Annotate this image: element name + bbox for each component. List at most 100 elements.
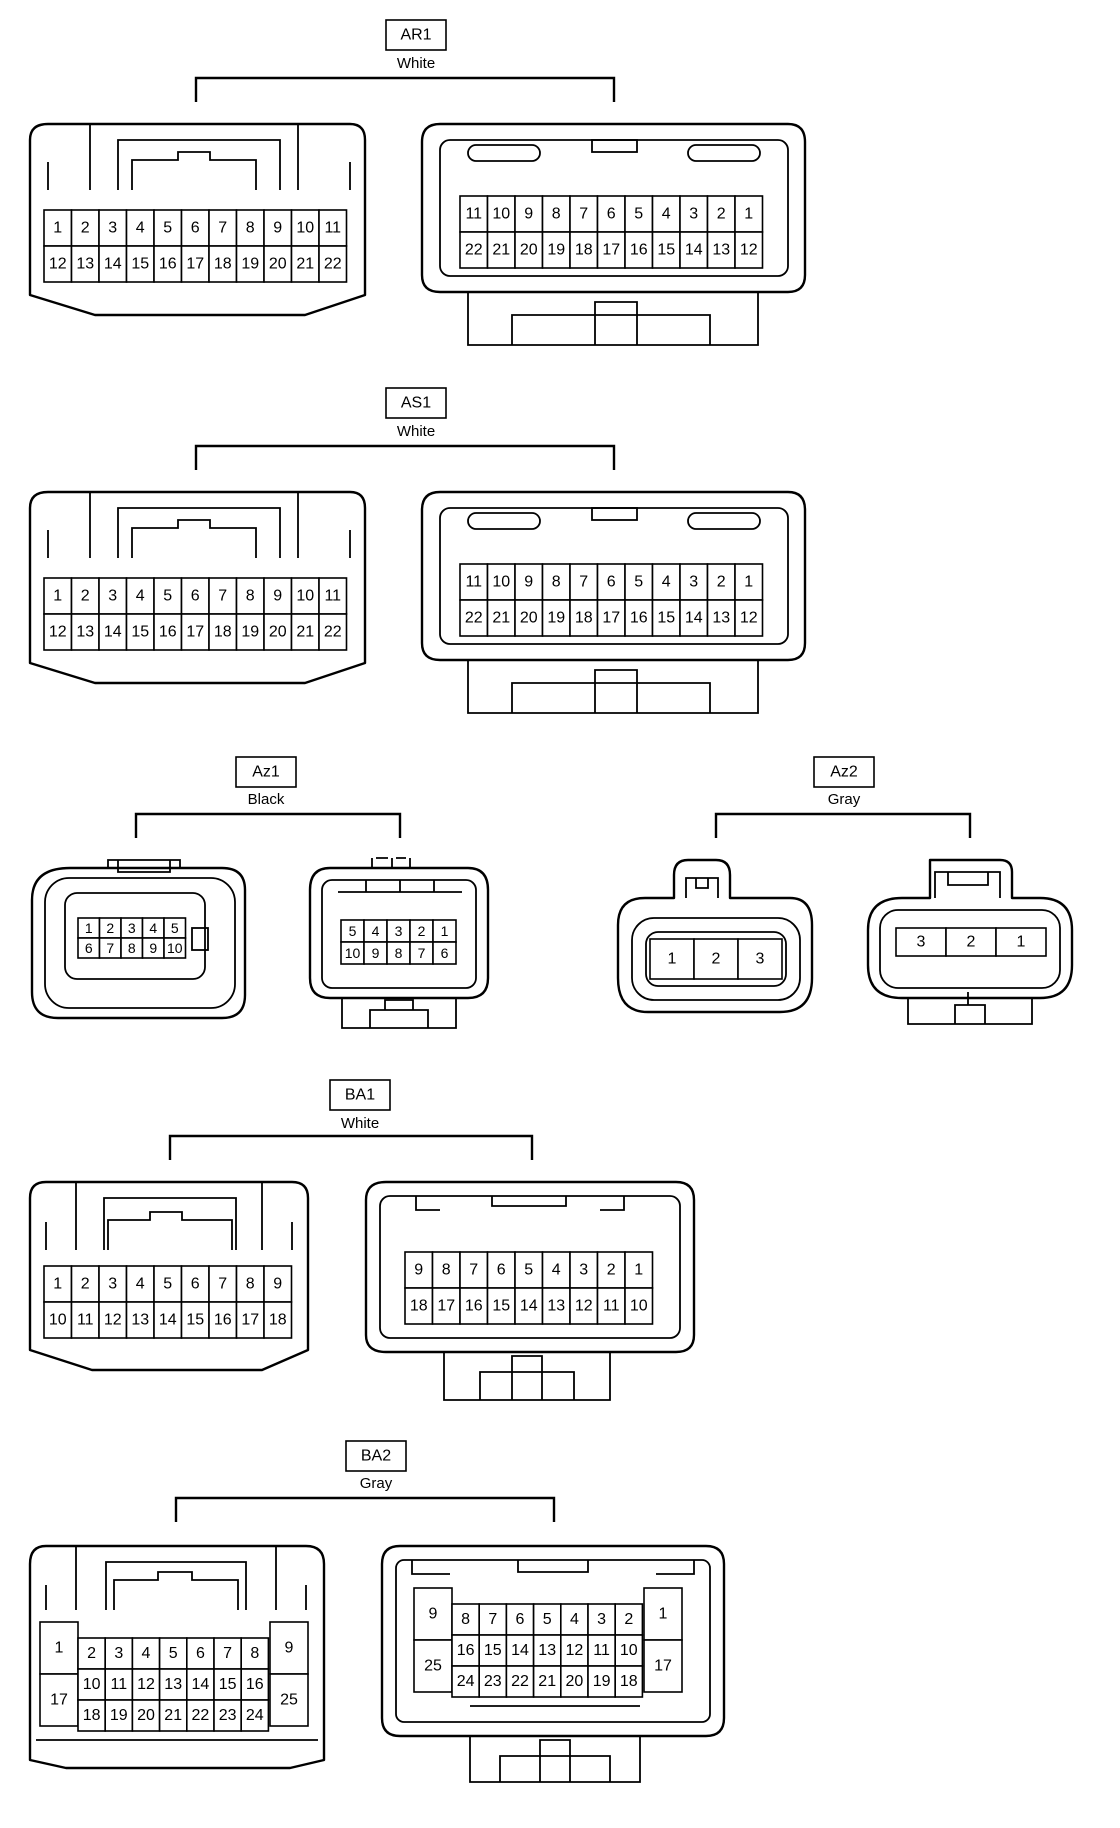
pin-cell [459, 195, 489, 233]
pin-cell [624, 599, 654, 637]
pin-number: 10 [345, 945, 361, 961]
pin-cell [734, 599, 764, 637]
pin-number: 7 [469, 1262, 478, 1279]
pin-cell [153, 209, 183, 247]
pin-number: 19 [593, 1673, 611, 1690]
pin-cell [290, 245, 320, 283]
pin-number: 14 [520, 1298, 538, 1315]
pin-number: 4 [570, 1611, 579, 1628]
pin-number: 9 [273, 1276, 282, 1293]
pin-number: 7 [579, 574, 588, 591]
pin-number: 10 [167, 940, 183, 956]
pin-cell [587, 1665, 617, 1698]
pin-cell [104, 1668, 134, 1701]
pin-number: 4 [662, 206, 671, 223]
pin-number: 15 [131, 624, 149, 641]
pin-cell [505, 1634, 535, 1667]
pin-cell [651, 231, 681, 269]
pin-number: 12 [740, 610, 758, 627]
pin-number: 16 [630, 610, 648, 627]
pin-number: 21 [164, 1707, 182, 1724]
pin-number: 3 [756, 951, 765, 968]
pin-number: 15 [657, 242, 675, 259]
pin-cell [478, 1634, 508, 1667]
pin-number: 3 [689, 206, 698, 223]
pin-number: 9 [372, 945, 380, 961]
connector-bracket-as1 [194, 444, 616, 470]
pin-number: 8 [442, 1262, 451, 1279]
pin-cell [318, 613, 348, 651]
pin-cell [431, 1287, 461, 1325]
pin-cell [77, 1699, 107, 1732]
pin-number: 10 [296, 588, 314, 605]
pin-cell [514, 231, 544, 269]
pin-number: 10 [492, 574, 510, 591]
pin-cell [559, 1665, 589, 1698]
pin-number: 21 [296, 256, 314, 273]
connector-color-ar1: White [397, 55, 435, 72]
pin-number: 11 [110, 1676, 127, 1693]
pin-number: 10 [620, 1642, 638, 1659]
pin-number: 5 [169, 1645, 178, 1662]
pin-cell [505, 1665, 535, 1698]
connector-label-az1: Az1 [252, 764, 280, 781]
pin-cell [240, 1699, 270, 1732]
connector-color-az1: Black [248, 791, 285, 808]
pin-number: 15 [131, 256, 149, 273]
connector-color-ba2: Gray [360, 1475, 393, 1492]
pin-cell [235, 1301, 265, 1339]
pin-cell [290, 613, 320, 651]
pin-cell [98, 1265, 128, 1303]
pin-number: 13 [131, 1312, 149, 1329]
pin-cell [153, 613, 183, 651]
pin-cell [318, 245, 348, 283]
pin-number: 9 [273, 220, 282, 237]
pin-number: 17 [602, 242, 620, 259]
pin-number: 11 [603, 1298, 620, 1315]
pin-number: 25 [280, 1692, 298, 1709]
pin-number: 10 [630, 1298, 648, 1315]
pin-cell [478, 1665, 508, 1698]
pin-cell [679, 599, 709, 637]
pin-number: 7 [418, 945, 426, 961]
pin-side-ba2-right-left: 925 [413, 1587, 453, 1693]
pin-number: 6 [196, 1645, 205, 1662]
pin-cell [404, 1251, 434, 1289]
pin-number: 9 [524, 574, 533, 591]
pin-cell [131, 1699, 161, 1732]
pin-cell [432, 941, 457, 965]
pin-cell [614, 1634, 644, 1667]
pin-number: 17 [241, 1312, 259, 1329]
pin-cell [541, 599, 571, 637]
pin-number: 5 [163, 1276, 172, 1293]
pin-number: 5 [634, 574, 643, 591]
pin-number: 4 [149, 920, 157, 936]
connector-label-ba2: BA2 [361, 1448, 391, 1465]
pin-cell [180, 1301, 210, 1339]
pin-number: 24 [246, 1707, 264, 1724]
pin-number: 8 [246, 220, 255, 237]
pin-cell [104, 1699, 134, 1732]
pin-cell [158, 1668, 188, 1701]
pin-number: 22 [511, 1673, 529, 1690]
connector-bracket-ba2 [174, 1496, 556, 1522]
pin-cell [459, 599, 489, 637]
pin-cell [569, 1251, 599, 1289]
pin-number: 1 [659, 1606, 668, 1623]
pin-number: 2 [81, 1276, 90, 1293]
pin-cell [263, 1265, 293, 1303]
pin-number: 12 [137, 1676, 155, 1693]
pin-number: 17 [654, 1658, 672, 1675]
pin-number: 9 [429, 1606, 438, 1623]
pin-number: 3 [917, 934, 926, 951]
connector-label-box-az2 [813, 756, 875, 788]
pin-number: 20 [269, 256, 287, 273]
pin-cell [240, 1637, 270, 1670]
pin-number: 5 [524, 1262, 533, 1279]
